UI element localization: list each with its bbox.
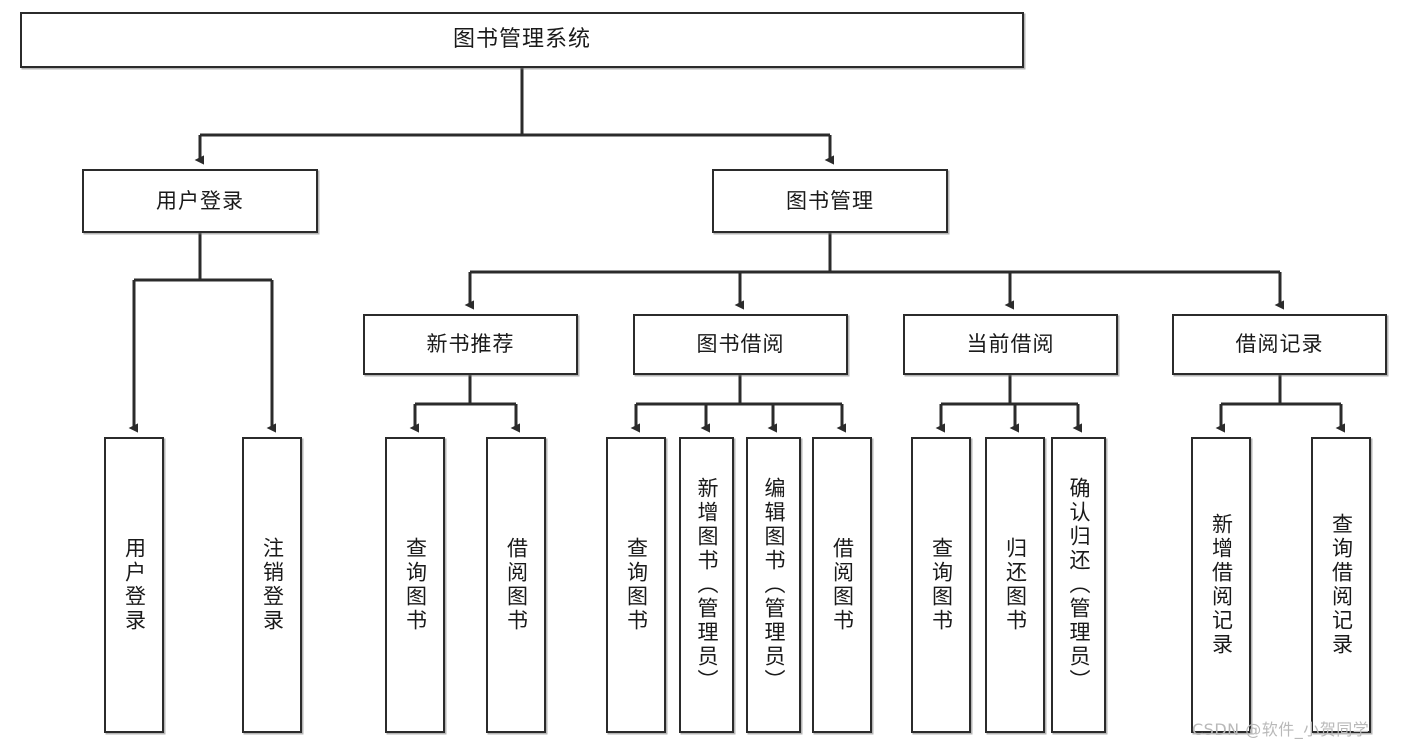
node-borrow-record-label: 借阅记录 — [1235, 332, 1324, 357]
node-leaf-return-book-label: 归还图书 — [1003, 537, 1028, 633]
node-new-book-recommend[interactable]: 新书推荐 — [363, 314, 578, 375]
node-root[interactable]: 图书管理系统 — [20, 12, 1024, 68]
node-leaf-query-borrow-record-label: 查询借阅记录 — [1329, 513, 1354, 657]
node-borrow-record[interactable]: 借阅记录 — [1172, 314, 1387, 375]
node-leaf-add-book-admin[interactable]: 新增图书（管理员） — [679, 437, 734, 733]
node-leaf-edit-book-admin-label: 编辑图书（管理员） — [761, 477, 786, 693]
csdn-watermark: CSDN @软件_小贺同学 — [1192, 720, 1370, 739]
node-book-manage[interactable]: 图书管理 — [712, 169, 948, 233]
node-leaf-query-book-3[interactable]: 查询图书 — [911, 437, 971, 733]
node-leaf-logout-login[interactable]: 注销登录 — [242, 437, 302, 733]
node-leaf-logout-login-label: 注销登录 — [260, 537, 285, 633]
node-leaf-confirm-return-admin-label: 确认归还（管理员） — [1066, 477, 1091, 693]
node-leaf-query-book-1-label: 查询图书 — [403, 537, 428, 633]
node-leaf-add-borrow-record[interactable]: 新增借阅记录 — [1191, 437, 1251, 733]
node-new-book-recommend-label: 新书推荐 — [426, 332, 515, 357]
node-leaf-query-book-3-label: 查询图书 — [929, 537, 954, 633]
node-leaf-query-book-2[interactable]: 查询图书 — [606, 437, 666, 733]
node-leaf-add-borrow-record-label: 新增借阅记录 — [1209, 513, 1234, 657]
node-book-manage-label: 图书管理 — [786, 188, 874, 213]
node-leaf-confirm-return-admin[interactable]: 确认归还（管理员） — [1051, 437, 1106, 733]
node-current-borrow-label: 当前借阅 — [966, 332, 1055, 357]
node-book-borrow-label: 图书借阅 — [696, 332, 785, 357]
node-leaf-user-login-label: 用户登录 — [122, 537, 147, 633]
node-leaf-user-login[interactable]: 用户登录 — [104, 437, 164, 733]
node-leaf-edit-book-admin[interactable]: 编辑图书（管理员） — [746, 437, 801, 733]
node-leaf-query-book-1[interactable]: 查询图书 — [385, 437, 445, 733]
node-user-login-label: 用户登录 — [156, 188, 244, 213]
node-leaf-return-book[interactable]: 归还图书 — [985, 437, 1045, 733]
node-leaf-borrow-book-2-label: 借阅图书 — [830, 537, 855, 633]
node-book-borrow[interactable]: 图书借阅 — [633, 314, 848, 375]
node-leaf-borrow-book-1-label: 借阅图书 — [504, 537, 529, 633]
node-leaf-borrow-book-2[interactable]: 借阅图书 — [812, 437, 872, 733]
node-user-login[interactable]: 用户登录 — [82, 169, 318, 233]
node-current-borrow[interactable]: 当前借阅 — [903, 314, 1118, 375]
node-leaf-query-borrow-record[interactable]: 查询借阅记录 — [1311, 437, 1371, 733]
node-leaf-query-book-2-label: 查询图书 — [624, 537, 649, 633]
node-leaf-borrow-book-1[interactable]: 借阅图书 — [486, 437, 546, 733]
node-leaf-add-book-admin-label: 新增图书（管理员） — [694, 477, 719, 693]
node-root-label: 图书管理系统 — [452, 26, 591, 52]
